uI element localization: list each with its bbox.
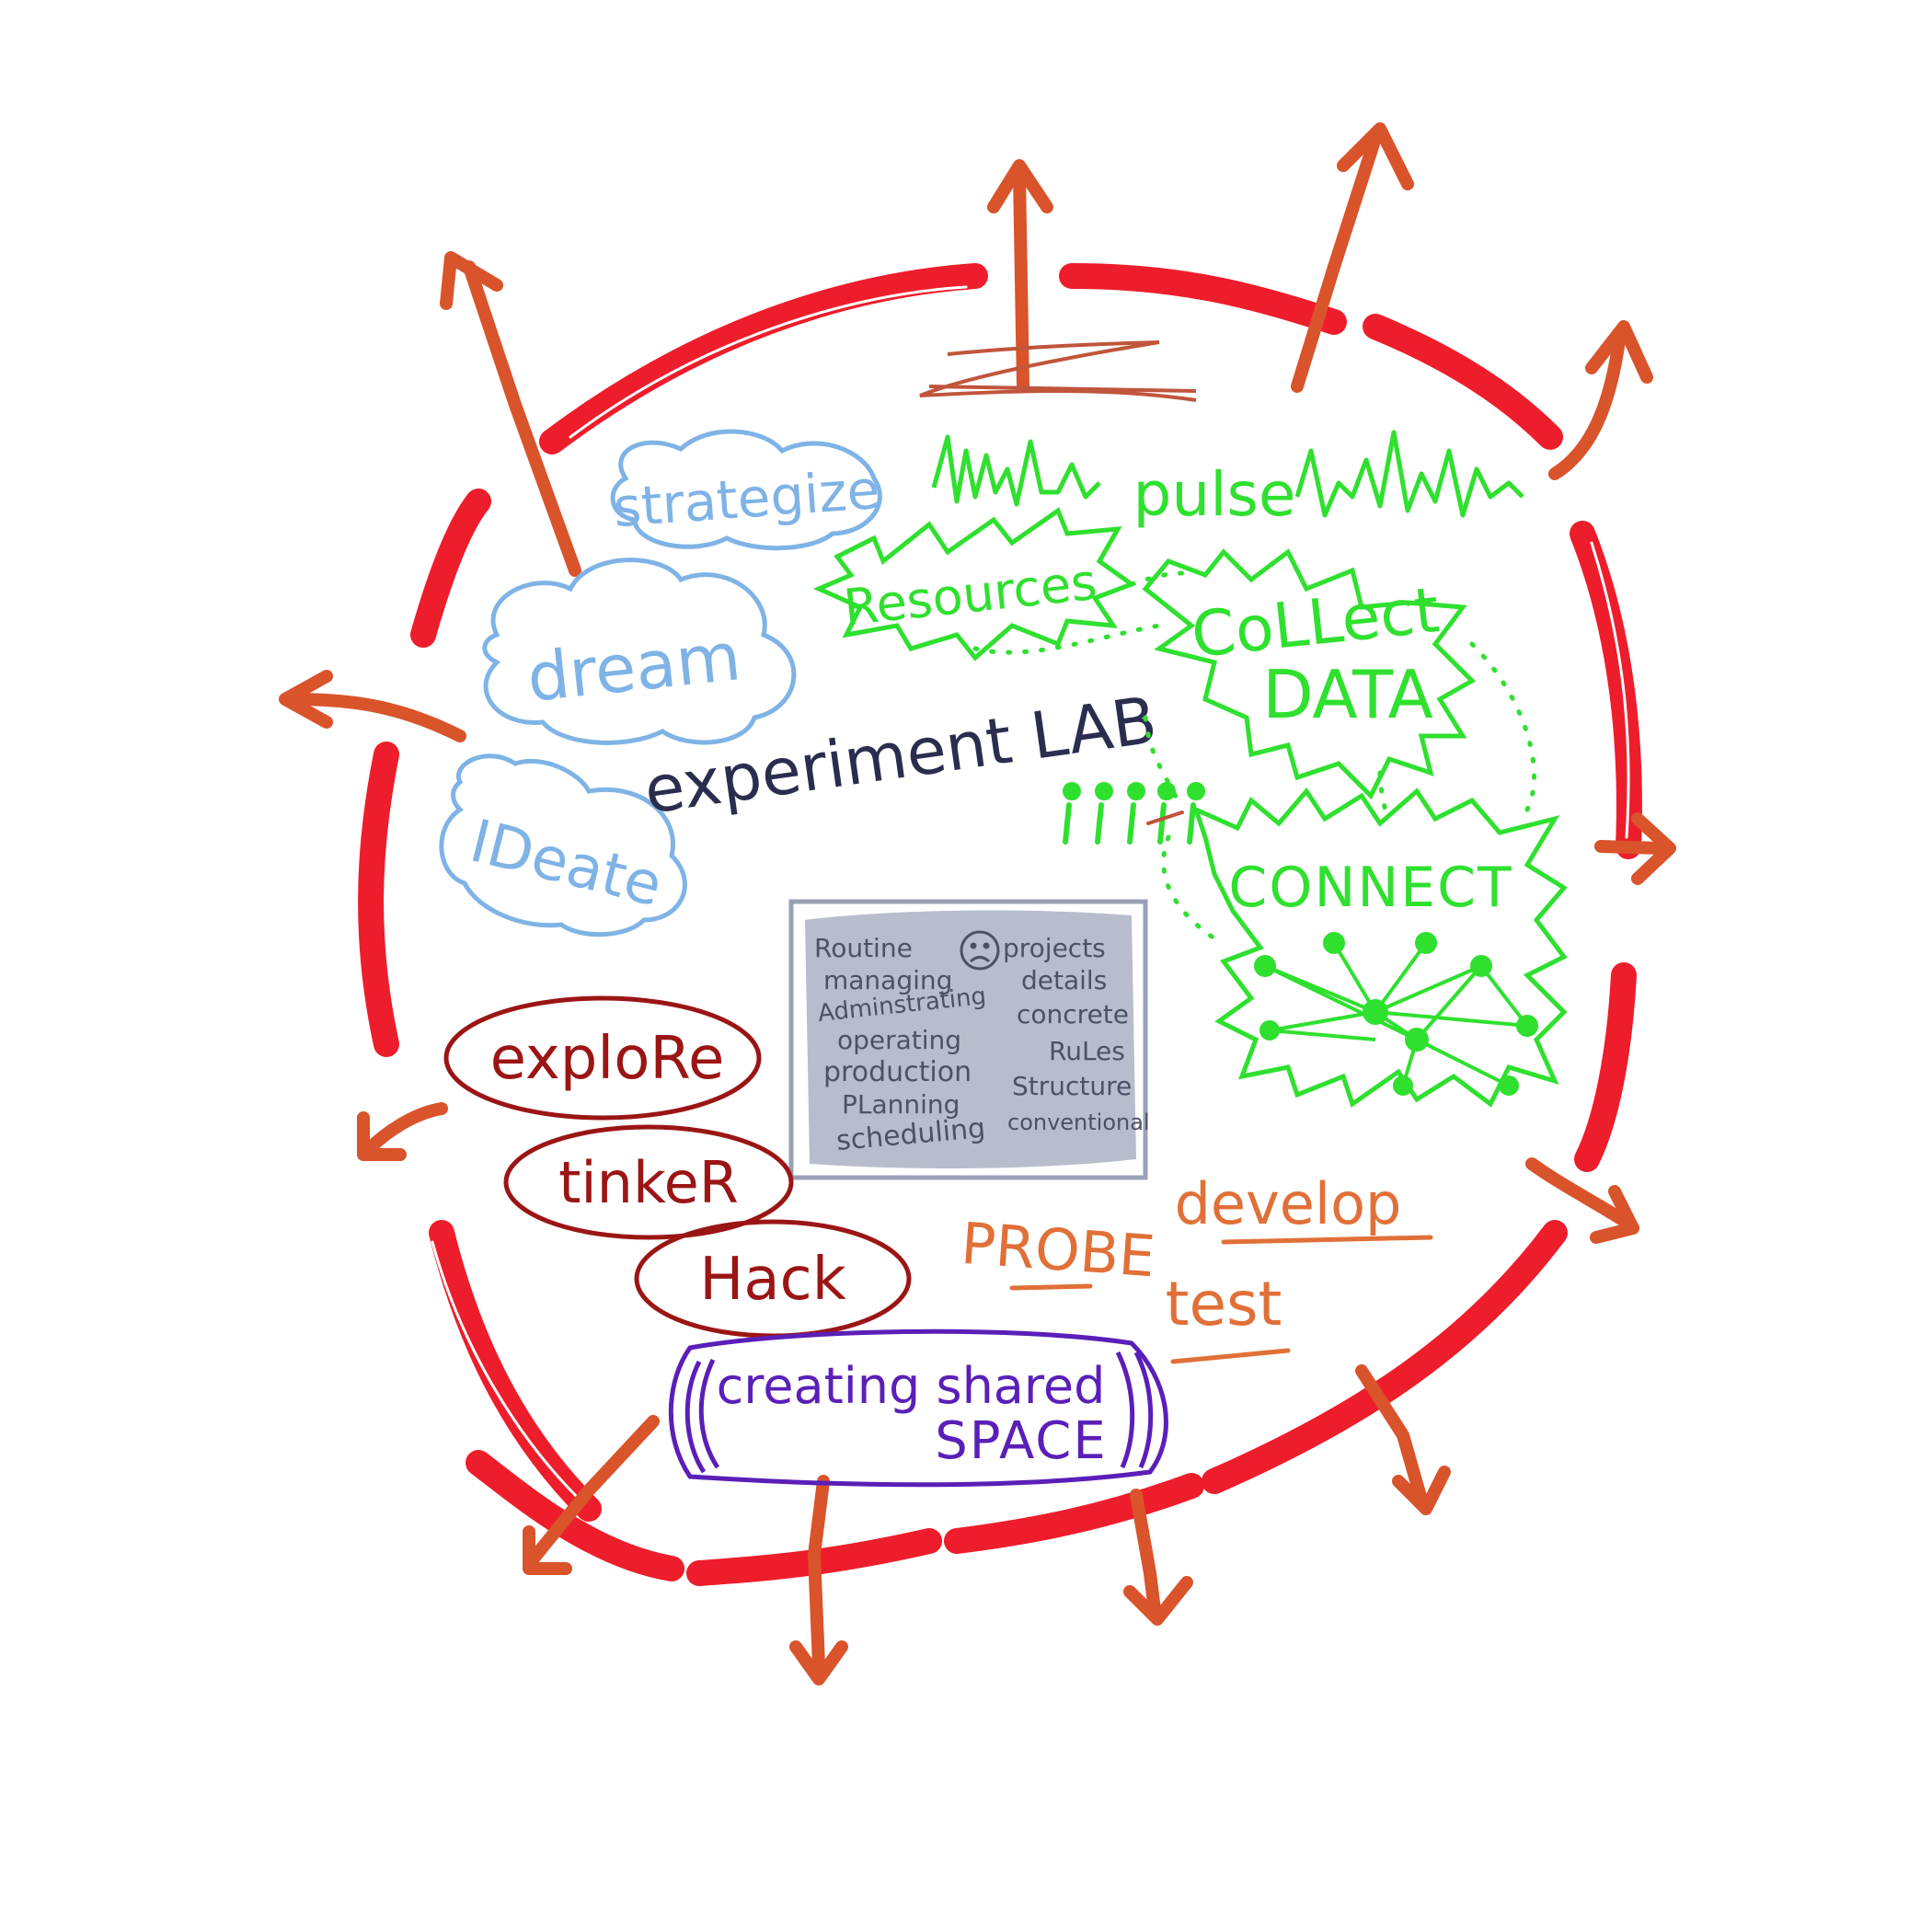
tinker-label: tinkeR [558,1149,739,1216]
connect-label: CONNECT [1228,856,1512,920]
routine-text-right-5: RuLes [1049,1036,1125,1066]
test-underline [1170,1348,1291,1364]
pulse-heartbeat-right-icon [1294,430,1524,518]
cloud-dream: dream [482,558,797,745]
arrow-right-mid-icon [1594,812,1676,885]
burst-resources: Resources [812,507,1137,661]
pulse-heartbeat-left-icon [931,434,1101,507]
arrow-left-icon [279,670,466,742]
dotted-connectors [972,570,1536,941]
arrow-right-top-icon [1548,320,1653,480]
develop-label: develop [1175,1170,1402,1237]
bubble-explore: exploRe [443,995,762,1121]
arrow-top-right-icon [1291,122,1414,393]
experiment-lab-title: experiment LAB [639,682,1161,828]
people-icons [1063,782,1205,845]
arrow-right-lower-icon [1525,1157,1639,1244]
resources-label: Resources [841,553,1099,637]
routine-text-left-4: operating [837,1025,961,1055]
probe-underline [1009,1283,1093,1291]
shared-space-line2: SPACE [935,1411,1108,1471]
hack-label: Hack [699,1246,846,1314]
data-label: DATA [1262,656,1432,733]
pulse-label: pulse [1133,459,1295,530]
burst-connect: CONNECT [1191,787,1568,1108]
arrow-bottom-center-icon [1123,1489,1193,1626]
ring-segment-top [1059,263,1347,335]
test-label: test [1166,1269,1282,1340]
explore-label: exploRe [490,1025,725,1093]
routine-text-left-2: managing [823,965,952,995]
dream-label: dream [523,617,744,717]
ring-segment-left [358,742,399,1057]
arrow-top-center-icon [987,159,1053,393]
strategize-label: strategize [612,458,882,539]
bubble-tinker: tinkeR [503,1124,794,1240]
cloud-strategize: strategize [610,429,882,551]
arrow-left-lower-icon [357,1102,448,1161]
network-graph-icon [1254,932,1538,1096]
ring-segment-bottom-right [1202,1220,1568,1494]
routine-text-left-5: production [823,1056,972,1088]
routine-box: Routine projects managing details Admins… [788,899,1150,1180]
ring-segment-top-right [1363,314,1563,450]
develop-underline [1221,1235,1433,1245]
ring-segment-right-lower [1574,962,1637,1172]
ring-segment-left-upper [410,489,491,648]
arrow-bottom-right-icon [1355,1364,1451,1515]
routine-text-left-1: Routine [814,933,913,963]
bubble-hack: Hack [634,1219,912,1339]
probe-label: PROBE [959,1210,1157,1291]
routine-text-right-1: projects [1003,933,1106,963]
ring-segment-top-left [539,263,988,454]
routine-text-right-2: details [1021,965,1107,995]
ring-segment-bottom [686,1528,942,1586]
routine-text-right-6: Structure [1012,1071,1132,1101]
arrow-bottom-icon [789,1475,848,1685]
ring-highlights [431,285,1630,1501]
routine-text-right-3: concrete [1017,999,1129,1029]
shared-space-line1: creating shared [717,1357,1106,1415]
shared-space-banner: creating shared SPACE [668,1328,1168,1488]
ideate-label: IDeate [464,808,669,921]
arrow-upper-left-icon [440,251,581,577]
orange-words: develop PROBE test [959,1170,1433,1364]
routine-text-left-6: PLanning [842,1089,960,1120]
scribble-mark [919,340,1197,402]
ring-segment-bottom-right-2 [944,1473,1204,1554]
burst-collect-data: CoLLect DATA [1142,548,1477,800]
sad-face-icon [960,930,1000,971]
ring-segment-left-lower [429,1220,602,1522]
outward-arrows [279,122,1676,1685]
arrow-bottom-left-icon [523,1415,660,1575]
routine-text-right-7: conventional [1007,1110,1150,1135]
